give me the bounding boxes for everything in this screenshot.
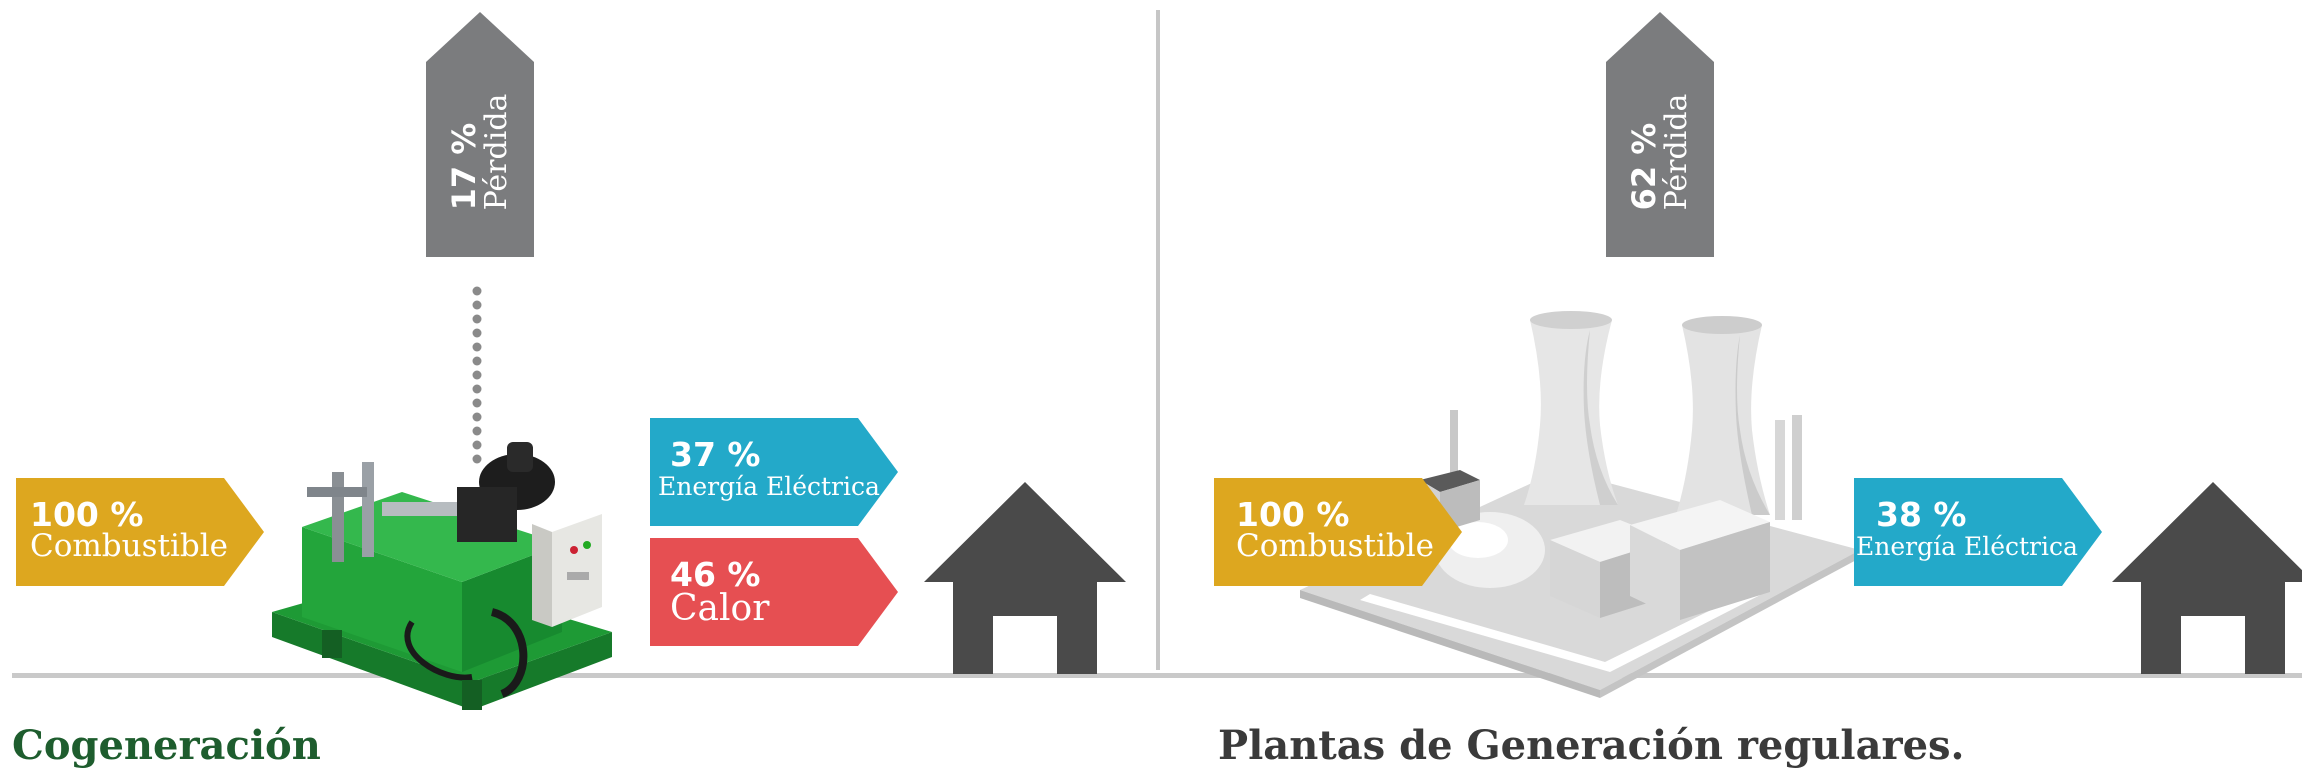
- left-heat-label: Calor: [670, 588, 770, 629]
- left-heat-percent: 46 %: [670, 555, 761, 594]
- left-fuel-arrow: 100 % Combustible: [16, 478, 264, 586]
- generator-image: [272, 442, 612, 710]
- power-plant-image: [1300, 311, 1860, 698]
- right-loss-text: 62 % Pérdida: [1625, 93, 1694, 211]
- left-fuel-percent: 100 %: [30, 495, 144, 534]
- right-fuel-label: Combustible: [1236, 528, 1434, 564]
- right-loss-percent: 62 %: [1625, 122, 1663, 211]
- house-icon: [924, 482, 1126, 674]
- right-caption: Plantas de Generación regulares.: [1218, 722, 1965, 769]
- left-electric-percent: 37 %: [670, 435, 761, 474]
- left-heat-arrow: 46 % Calor: [650, 538, 898, 646]
- left-electric-label: Energía Eléctrica: [658, 472, 880, 501]
- right-loss-label: Pérdida: [1659, 93, 1694, 211]
- house-icon: [2112, 482, 2302, 674]
- left-loss-label: Pérdida: [479, 93, 514, 211]
- left-loss-text: 17 % Pérdida: [445, 93, 514, 211]
- left-caption: Cogeneración: [12, 722, 321, 769]
- left-loss-arrow: 17 % Pérdida: [426, 12, 534, 257]
- right-fuel-percent: 100 %: [1236, 495, 1350, 534]
- right-electric-percent: 38 %: [1876, 495, 1967, 534]
- right-electric-label: Energía Eléctrica: [1856, 532, 2078, 561]
- right-electric-arrow: 38 % Energía Eléctrica: [1854, 478, 2102, 586]
- left-loss-percent: 17 %: [445, 122, 483, 211]
- panel-divider: [1156, 10, 1160, 670]
- right-fuel-arrow: 100 % Combustible: [1214, 478, 1462, 586]
- left-electric-arrow: 37 % Energía Eléctrica: [650, 418, 898, 526]
- ground-line: [12, 673, 2302, 678]
- loss-dotted-line: [472, 286, 482, 464]
- right-loss-arrow: 62 % Pérdida: [1606, 12, 1714, 257]
- left-fuel-label: Combustible: [30, 528, 228, 564]
